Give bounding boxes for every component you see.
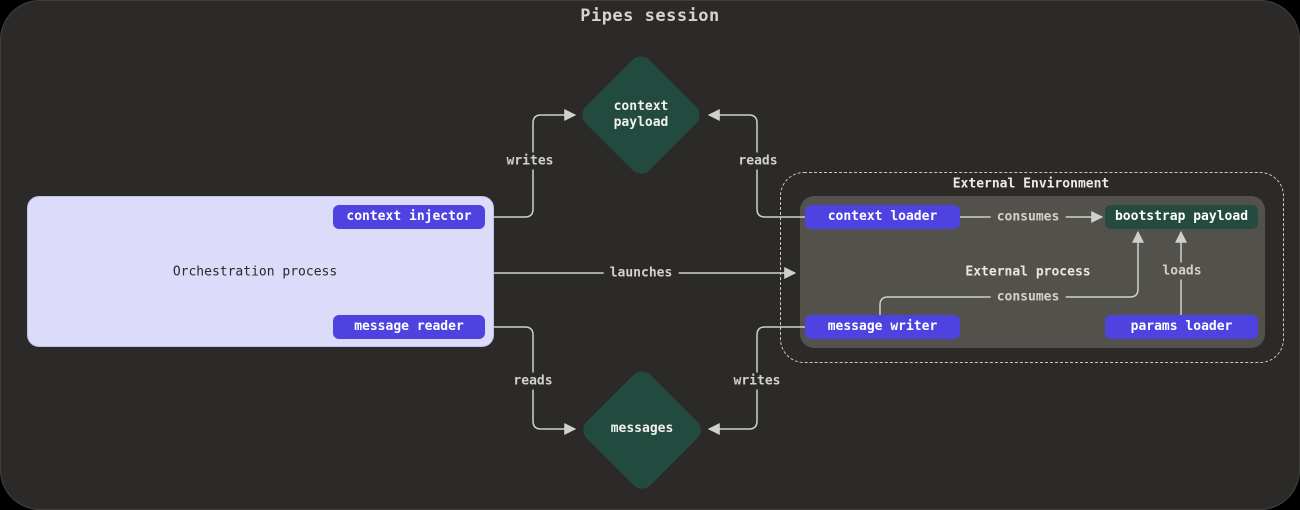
diagram-title: Pipes session	[580, 6, 720, 26]
external-environment-box	[780, 172, 1284, 363]
edge-label-reads-top: reads	[732, 152, 784, 170]
edge-label-writes-top: writes	[500, 152, 560, 170]
messages-label: messages	[610, 420, 674, 436]
context-injector-node: context injector	[333, 205, 485, 229]
message-reader-node: message reader	[333, 315, 485, 339]
edge-label-consumes-top: consumes	[990, 208, 1066, 226]
params-loader-node: params loader	[1105, 315, 1258, 339]
bootstrap-payload-node: bootstrap payload	[1105, 205, 1258, 229]
external-environment-label: External Environment	[952, 176, 1110, 192]
external-process-label: External process	[965, 264, 1091, 280]
context-loader-node: context loader	[805, 205, 960, 229]
edge-label-launches: launches	[603, 264, 679, 282]
edge-label-reads-bottom: reads	[507, 372, 559, 390]
context-payload-label: context payload	[613, 98, 669, 130]
orchestration-process-label: Orchestration process	[172, 264, 338, 280]
edge-label-consumes-bottom: consumes	[990, 288, 1066, 306]
message-writer-node: message writer	[805, 315, 960, 339]
edge-label-loads: loads	[1156, 262, 1208, 280]
edge-label-writes-bottom: writes	[727, 372, 787, 390]
